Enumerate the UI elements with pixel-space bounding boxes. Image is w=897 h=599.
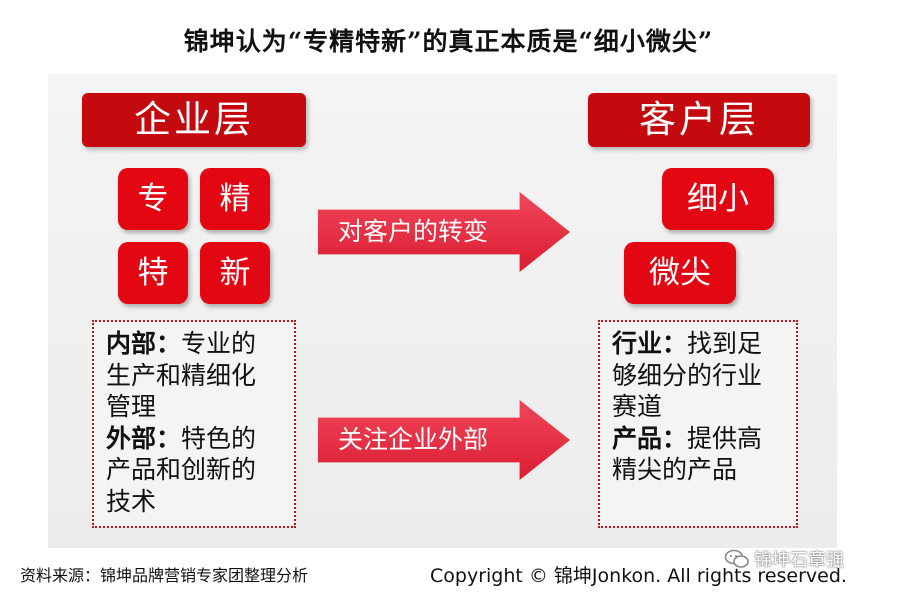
enterprise-description-box: 内部：专业的 生产和精细化 管理 外部：特色的 产品和创新的 技术 <box>92 320 296 528</box>
description-line: 精尖的产品 <box>612 455 738 484</box>
description-line: 行业：找到足 <box>612 329 763 358</box>
copyright-notice: Copyright © 锦坤Jonkon. All rights reserve… <box>430 565 847 587</box>
wechat-icon <box>724 549 749 568</box>
external-focus-arrow-label: 关注企业外部 <box>338 425 489 454</box>
transformation-arrow-label: 对客户的转变 <box>338 217 489 246</box>
word-box-weijian: 微尖 <box>624 242 736 304</box>
page-title: 锦坤认为“专精特新”的真正本质是“细小微尖” <box>183 27 714 56</box>
description-line: 产品和创新的 <box>106 455 257 484</box>
word-box-xixiao: 细小 <box>662 168 774 230</box>
description-line: 内部：专业的 <box>106 329 257 358</box>
description-line: 技术 <box>106 486 157 516</box>
source-note: 资料来源：锦坤品牌营销专家团整理分析 <box>20 566 309 585</box>
description-line: 生产和精细化 <box>106 360 257 390</box>
description-line: 外部：特色的 <box>106 423 257 453</box>
enterprise-layer-header: 企业层 <box>82 93 306 147</box>
description-line: 赛道 <box>612 392 663 421</box>
customer-layer-header: 客户层 <box>588 93 810 147</box>
char-box-jing: 精 <box>200 168 270 230</box>
char-box-zhuan: 专 <box>118 168 188 230</box>
diagram-panel: 企业层 专 精 特 新 内部：专业的 生产和精细化 管理 外部：特色的 产品和创… <box>48 74 837 548</box>
char-box-te: 特 <box>118 242 188 304</box>
description-line: 够细分的行业 <box>612 360 763 390</box>
watermark: 锦坤石章强 <box>724 546 844 572</box>
description-line: 产品：提供高 <box>612 423 763 453</box>
customer-description-box: 行业：找到足 够细分的行业 赛道 产品：提供高 精尖的产品 <box>598 320 798 528</box>
char-box-xin: 新 <box>200 242 270 304</box>
description-line: 管理 <box>106 392 157 421</box>
watermark-text: 锦坤石章强 <box>754 550 844 571</box>
